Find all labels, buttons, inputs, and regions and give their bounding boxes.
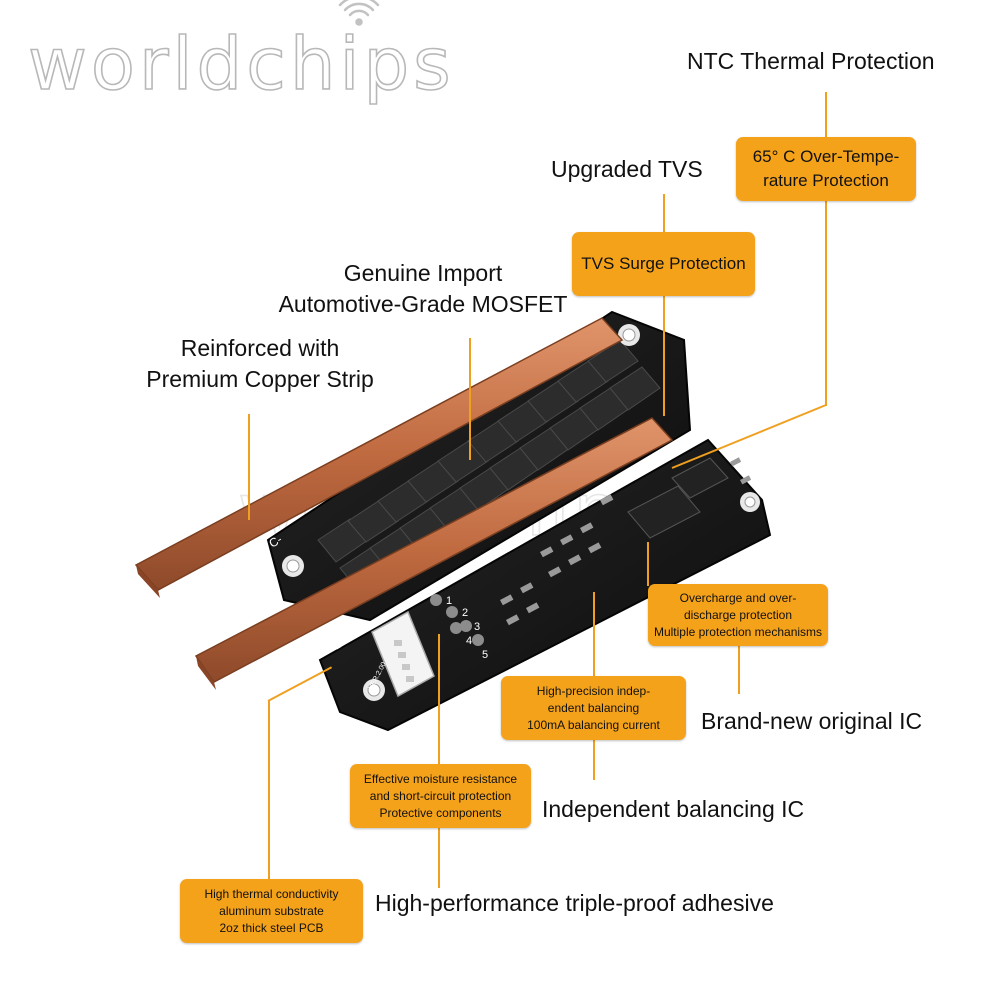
ic-chip-small — [671, 457, 729, 499]
box-over-temperature-line2: rature Protection — [763, 171, 889, 190]
mount-hole-board-left — [363, 679, 385, 701]
box-thermal-substrate: High thermal conductivity aluminum subst… — [180, 879, 363, 943]
leader-moisture-bottom — [438, 828, 440, 888]
box-balancing-line2: endent balancing — [547, 700, 640, 715]
box-thermal-line3: 2oz thick steel PCB — [219, 920, 324, 935]
box-moisture-line3: Protective components — [379, 805, 502, 820]
leader-ntc-top — [825, 92, 827, 138]
leader-ntc-diagonal — [671, 404, 827, 469]
title-mosfet: Genuine Import Automotive-Grade MOSFET — [270, 258, 576, 320]
box-tvs-surge: TVS Surge Protection — [572, 232, 755, 296]
box-balancing-line3: 100mA balancing current — [527, 717, 660, 732]
balancing-components — [500, 457, 752, 626]
box-moisture: Effective moisture resistance and short-… — [350, 764, 531, 828]
title-mosfet-line2: Automotive-Grade MOSFET — [278, 291, 568, 317]
pad-number-3: 3 — [474, 621, 480, 633]
box-over-temperature: 65° C Over-Tempe- rature Protection — [736, 137, 916, 201]
box-tvs-surge-line1: TVS Surge Protection — [581, 254, 746, 273]
leader-mosfet — [469, 338, 471, 460]
leader-ntc-bottom — [825, 200, 827, 406]
mount-hole-board-right — [740, 492, 760, 512]
box-thermal-line1: High thermal conductivity — [204, 886, 339, 901]
control-board — [318, 438, 772, 732]
mount-hole-upper — [618, 324, 640, 346]
watermark-top: worldchips — [27, 21, 455, 107]
balance-connector — [371, 610, 435, 698]
box-overcharge: Overcharge and over- discharge protectio… — [648, 584, 828, 646]
leader-thermal-vert — [268, 700, 270, 880]
pad-number-1: 1 — [446, 595, 452, 607]
pad-number-2: 2 — [462, 607, 468, 619]
box-overcharge-line3: Multiple protection mechanisms — [653, 624, 823, 639]
box-moisture-line1: Effective moisture resistance — [363, 771, 518, 786]
mosfet-array — [317, 339, 661, 591]
title-copper-line2: Premium Copper Strip — [146, 366, 374, 392]
box-balancing-line1: High-precision indep- — [536, 683, 651, 698]
pad-number-4: 4 — [466, 635, 472, 647]
label-c-minus: C- — [267, 532, 285, 550]
title-triple-proof: High-performance triple-proof adhesive — [375, 890, 774, 916]
leader-ic-top — [647, 542, 649, 586]
title-copper-line1: Reinforced with — [180, 335, 340, 361]
leader-copper — [248, 414, 250, 520]
box-moisture-line2: and short-circuit protection — [369, 788, 512, 803]
box-balancing: High-precision indep- endent balancing 1… — [501, 676, 686, 740]
title-original-ic: Brand-new original IC — [701, 708, 923, 734]
leader-balancing-top — [593, 592, 595, 676]
title-balancing-ic: Independent balancing IC — [542, 796, 805, 822]
title-upgraded-tvs: Upgraded TVS — [551, 156, 703, 182]
leader-balancing-bottom — [593, 740, 595, 780]
title-mosfet-line1: Genuine Import — [343, 260, 503, 286]
title-copper-strip: Reinforced with Premium Copper Strip — [132, 333, 388, 395]
leader-moisture-top — [438, 634, 440, 764]
mosfet-board — [266, 310, 692, 622]
title-ntc-thermal: NTC Thermal Protection — [687, 48, 935, 74]
copper-strip-lower — [194, 417, 674, 683]
leader-ic-bottom — [738, 646, 740, 694]
ic-chip-main — [627, 485, 701, 539]
box-over-temperature-line1: 65° C Over-Tempe- — [752, 147, 900, 166]
box-overcharge-line2: discharge protection — [683, 607, 793, 622]
mount-hole-lower-left — [282, 555, 304, 577]
pad-number-5: 5 — [482, 649, 488, 661]
box-thermal-line2: aluminum substrate — [219, 903, 324, 918]
box-overcharge-line1: Overcharge and over- — [679, 590, 797, 605]
leader-tvs-top — [663, 194, 665, 232]
leader-tvs-bottom — [663, 296, 665, 416]
balance-pads — [430, 594, 484, 646]
